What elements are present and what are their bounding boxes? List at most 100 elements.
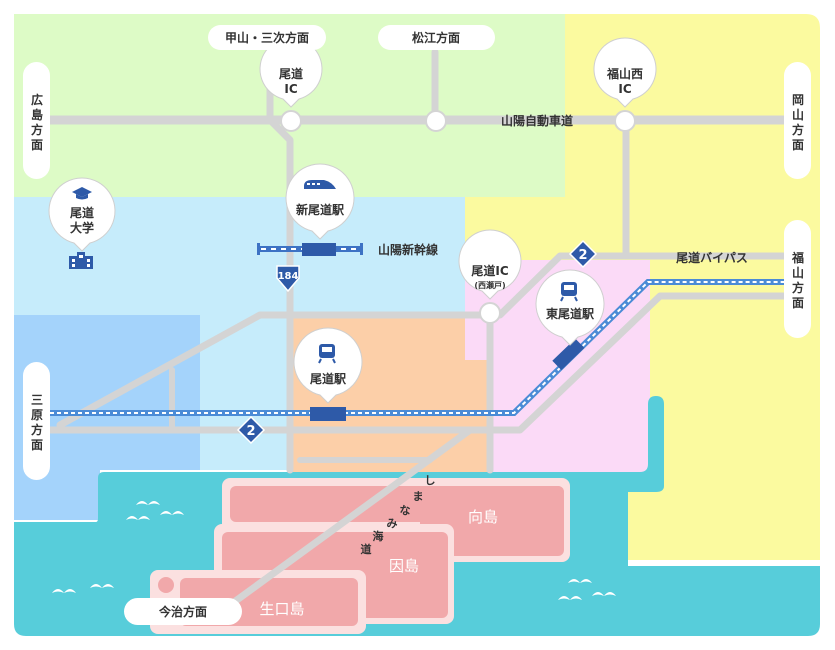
shimanami-char: な [400,504,411,517]
wave-icon [90,584,114,588]
wave-icon [126,516,150,520]
graduation-cap-icon [72,187,92,200]
fukuyama-char: 福 [791,250,804,265]
higashi-onomichi-station-pin[interactable] [535,269,605,346]
yellow-zone [465,14,820,560]
shimanami-char: み [387,517,398,530]
direction-labels: 甲山・三次方面 松江方面 今治方面 広 島 方 面 岡 山 方 面 福 山 方 … [23,25,811,625]
pin-labels: 尾道 IC 福山西 IC 新尾道駅 尾道 大学 尾道IC (西瀬戸) 東尾道駅 … [70,66,643,386]
okayama-char: 方 [792,122,804,137]
onomichi-ic-nishiseto-pin[interactable] [458,229,522,300]
sanyo-junction-dot [425,110,447,132]
onomichi-bypass-label: 尾道バイパス [676,250,748,265]
onomichi-station-label: 尾道駅 [310,371,347,386]
hiroshima-pill [23,62,50,179]
location-pins [48,37,657,404]
region-zones [14,14,820,560]
train-icon [318,344,336,364]
imabari-label: 今治方面 [158,604,207,619]
wave-icon [558,596,582,600]
onomichi-platform [310,407,346,421]
shimanami-char: し [425,474,436,487]
fukuyama-pill [784,220,811,338]
mihara-pill [23,362,50,480]
matsue-pill [378,25,495,50]
hiroshima-char: 方 [31,122,43,137]
onomichi-ic-nishiseto-dot [479,302,501,324]
railways [50,243,785,421]
onomichi-university-pin[interactable] [48,177,116,252]
mihara-char: 三 [31,393,43,407]
shin-onomichi-station-label: 新尾道駅 [296,202,345,217]
matsue-label: 松江方面 [412,30,460,45]
dark-blue-zone [14,315,200,520]
onomichi-station-pin[interactable] [293,327,363,404]
mukaishima-shape-lower [420,486,564,556]
konan-mitsugi-pill [208,25,326,50]
onomichi-ic-label: IC [284,82,297,96]
sanyo-expressway-label: 山陽自動車道 [501,113,573,128]
shinkansen-end-right [360,243,363,255]
wave-icon [136,501,160,505]
fukuyama-char: 山 [792,265,804,280]
mihara-char: 原 [31,408,43,422]
fukuyama-nishi-ic-label: IC [618,82,631,96]
wave-icon [592,592,616,596]
small-islet [158,577,174,593]
onomichi-university-label: 大学 [70,220,94,235]
onomichi-university-label: 尾道 [70,205,94,220]
onomichi-ic-nishiseto-sublabel: (西瀬戸) [474,280,505,290]
light-blue-zone [14,197,465,315]
hiroshima-char: 島 [31,107,43,122]
mihara-char: 方 [31,422,43,437]
bypass-road [496,252,789,319]
innoshima-label: 因島 [389,557,419,575]
north-route-road [56,311,499,429]
mukaishima-label: 向島 [468,508,498,526]
fukuyama-nishi-ic-label: 福山西 [606,66,643,81]
shimanami-char: 海 [373,529,384,543]
okayama-char: 岡 [792,93,804,107]
onomichi-ic-nishiseto-label: 尾道IC [471,263,508,278]
hiroshima-char: 広 [31,92,43,107]
wave-marks [52,501,616,600]
road-labels: 山陽自動車道 山陽新幹線 尾道バイパス し ま な み 海 道 [361,113,748,556]
wave-icon [568,579,592,583]
wave-icon [52,589,76,593]
higashi-onomichi-platform [552,338,585,371]
route-2-road [46,292,789,434]
ikuchijima-label: 生口島 [259,600,304,618]
shinkansen-icon [304,180,336,189]
svg-text:184: 184 [278,271,299,282]
hiroshima-char: 面 [31,138,43,152]
route-2-shield-west: 2 [236,415,266,445]
sanyo-main-line-dashes [50,281,785,414]
okayama-char: 山 [792,107,804,122]
fukuyama-nishi-ic-dot [614,110,636,132]
university-building-icon [69,252,93,269]
svg-text:2: 2 [578,248,587,263]
island-labels: 向島 因島 生口島 [259,508,498,618]
onomichi-ic-dot [280,110,302,132]
shin-onomichi-platform [302,243,336,256]
higashi-onomichi-station-label: 東尾道駅 [546,306,595,321]
shimanami-char: 道 [361,542,372,556]
route-184-shield: 184 [276,265,300,293]
interchange-dots [280,110,636,324]
mihara-char: 面 [31,438,43,452]
shimanami-char: ま [413,490,424,503]
wave-icon [160,511,184,515]
train-icon [560,282,578,302]
fukuyama-char: 面 [792,296,804,310]
svg-text:2: 2 [246,424,255,439]
konan-mitsugi-label: 甲山・三次方面 [225,30,309,45]
onomichi-ic-label: 尾道 [279,66,303,81]
okayama-pill [784,62,811,179]
fukuyama-nishi-ic-pin[interactable] [593,37,657,108]
sanyo-shinkansen-label: 山陽新幹線 [378,242,438,257]
shinkansen-end-left [257,243,260,255]
okayama-char: 面 [792,138,804,152]
shin-onomichi-station-pin[interactable] [285,163,355,240]
route-2-shield-east: 2 [568,239,598,269]
